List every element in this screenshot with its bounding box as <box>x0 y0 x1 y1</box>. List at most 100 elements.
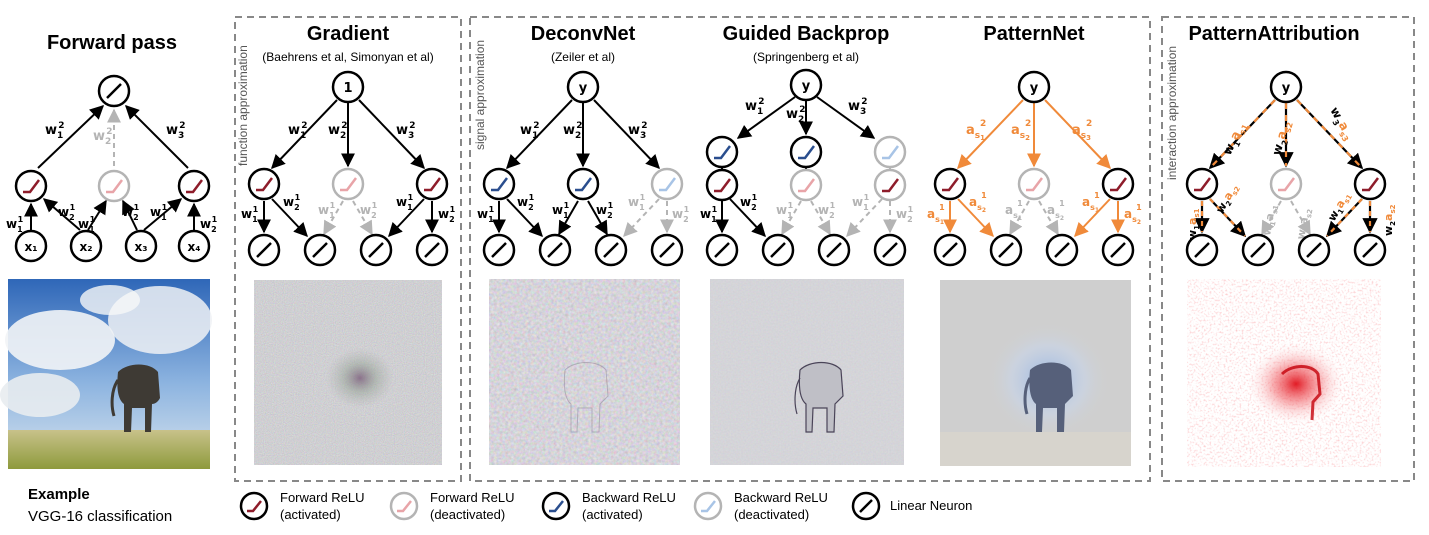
group-frame-function <box>234 16 462 482</box>
gradient-heatmap <box>254 280 442 465</box>
group-frame-signal <box>469 16 1151 482</box>
linear-neuron <box>1185 233 1219 267</box>
legend-item-forward-relu-deactivated: Forward ReLU (deactivated) <box>389 490 515 522</box>
interaction-label: w2as2 <box>1269 119 1295 157</box>
example-photo <box>0 279 212 469</box>
weight-label: w11 <box>700 205 718 224</box>
weight-label: w21 <box>896 205 914 224</box>
relu-neuron-active <box>14 169 48 203</box>
backward-relu-active <box>705 135 739 169</box>
linear-neuron <box>989 233 1023 267</box>
group-label-interaction: interaction approximation <box>1165 46 1179 180</box>
svg-text:x₂: x₂ <box>80 240 93 254</box>
weight-label: w12 <box>745 97 765 117</box>
interaction-label: w1as1 <box>1220 119 1250 158</box>
output-neuron: y <box>566 70 600 104</box>
svg-text:Linear Neuron: Linear Neuron <box>890 498 972 513</box>
output-neuron: y <box>1269 70 1303 104</box>
relu-neuron-active <box>873 168 907 202</box>
svg-text:x₃: x₃ <box>135 240 148 254</box>
linear-neuron <box>538 233 572 267</box>
linear-neuron <box>1045 233 1079 267</box>
weight-label: w32 <box>628 121 648 141</box>
pattern-label: as22 <box>1011 119 1031 142</box>
weight-label: w11 <box>241 205 259 224</box>
panel-title-guided: Guided Backprop <box>723 23 890 45</box>
relu-neuron-active <box>933 167 967 201</box>
pattern-label: as11 <box>927 203 945 226</box>
pattern-label: as12 <box>966 119 986 142</box>
patternattribution-graph: w1as1 w2as2 w3as3 w1as1 w2as2 w1as1 w2as… <box>1185 70 1397 267</box>
legend-item-backward-relu-deactivated: Backward ReLU (deactivated) <box>693 490 828 522</box>
relu-neuron-inactive <box>331 167 365 201</box>
legend-item-linear-neuron: Linear Neuron <box>851 491 972 521</box>
weight-label: w21 <box>672 205 690 224</box>
relu-neuron-active <box>415 167 449 201</box>
input-node-x4: x₄ <box>177 229 211 263</box>
relu-neuron-active <box>1185 167 1219 201</box>
edge-h3-out <box>125 105 189 169</box>
svg-text:y: y <box>1282 81 1291 96</box>
group-label-function: function approximation <box>236 45 250 166</box>
weight-label: w21 <box>596 201 614 220</box>
linear-neuron <box>415 233 449 267</box>
linear-neuron <box>761 233 795 267</box>
weight-label: w11 <box>318 201 336 220</box>
linear-neuron <box>933 233 967 267</box>
linear-neuron <box>359 233 393 267</box>
relu-neuron-active <box>177 169 211 203</box>
svg-text:(deactivated): (deactivated) <box>734 507 809 522</box>
panel-title-forward: Forward pass <box>47 32 177 54</box>
linear-neuron <box>1241 233 1275 267</box>
panel-title-gradient: Gradient <box>307 23 390 45</box>
pattern-label: as11 <box>1082 191 1100 214</box>
input-node-x1: x₁ <box>14 229 48 263</box>
linear-neuron <box>873 233 907 267</box>
relu-neuron-active <box>247 167 281 201</box>
weight-label: w11 <box>477 205 495 224</box>
output-neuron: y <box>789 68 823 102</box>
svg-text:(deactivated): (deactivated) <box>430 507 505 522</box>
linear-neuron <box>482 233 516 267</box>
legend: Forward ReLU (activated) Forward ReLU (d… <box>239 490 972 522</box>
output-neuron: 1 <box>331 70 365 104</box>
linear-neuron <box>303 233 337 267</box>
weight-label: w21 <box>200 215 218 234</box>
weight-label: w32 <box>396 121 416 141</box>
gradient-graph: w12 w22 w32 w11 w21 w11 w21 w11 w21 1 <box>241 70 456 267</box>
svg-text:y: y <box>1030 81 1039 96</box>
interaction-label: w1as1 <box>1325 190 1354 225</box>
weight-label: w11 <box>552 201 570 220</box>
relu-neuron-active <box>705 168 739 202</box>
weight-label: w21 <box>438 205 456 224</box>
forward-pass-graph: w12 w22 w32 w11 w21 w11 w21 w11 w21 x₁ <box>6 74 218 263</box>
weight-label: w11 <box>628 193 646 212</box>
weight-label: w11 <box>78 215 96 234</box>
legend-item-forward-relu-activated: Forward ReLU (activated) <box>239 490 365 522</box>
svg-text:(activated): (activated) <box>582 507 643 522</box>
input-node-x2: x₂ <box>69 229 103 263</box>
weight-label: w22 <box>328 121 348 141</box>
svg-text:(activated): (activated) <box>280 507 341 522</box>
backward-relu-inactive <box>650 167 684 201</box>
group-frame-interaction <box>1161 16 1415 482</box>
deconvnet-heatmap <box>489 279 680 465</box>
weight-label: w32 <box>166 121 186 141</box>
weight-label: w12 <box>520 121 540 141</box>
backward-relu-active <box>566 167 600 201</box>
patternnet-graph: as12 as22 as32 as11 as21 as11 as21 as11 … <box>927 70 1142 267</box>
patternattribution-heatmap <box>1187 279 1381 467</box>
weight-label: w21 <box>360 201 378 220</box>
relu-neuron-inactive <box>1269 167 1303 201</box>
pattern-label: as32 <box>1072 119 1092 142</box>
interaction-label: w3as3 <box>1325 105 1357 144</box>
panel-subtitle-gradient: (Baehrens et al, Simonyan et al) <box>262 50 433 64</box>
linear-neuron <box>1353 233 1387 267</box>
weight-label: w11 <box>6 215 24 234</box>
weight-label: w21 <box>740 193 758 212</box>
weight-label: w11 <box>852 193 870 212</box>
example-subtitle: VGG-16 classification <box>28 508 173 525</box>
panel-title-patternattribution: PatternAttribution <box>1188 23 1359 45</box>
pattern-label: as21 <box>969 191 987 214</box>
linear-neuron <box>1101 233 1135 267</box>
